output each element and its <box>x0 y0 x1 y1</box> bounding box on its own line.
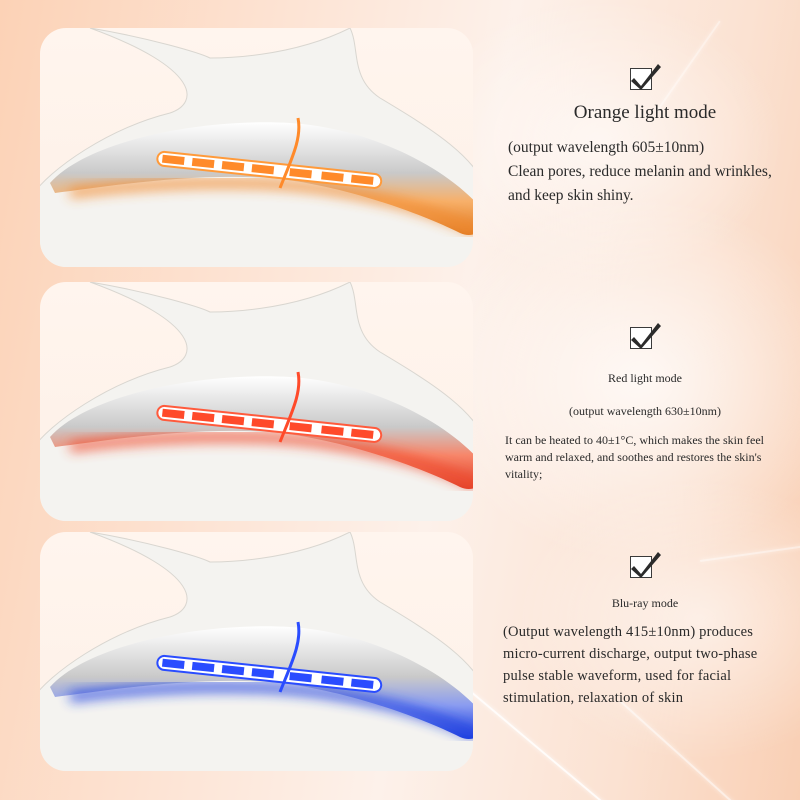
checkbox-checked-icon <box>630 321 661 349</box>
blue-mode-info: Blu-ray mode (Output wavelength 415±10nm… <box>500 550 790 709</box>
mode-wavelength: (output wavelength 605±10nm) <box>508 139 705 156</box>
neck-massager-red-image <box>40 282 473 521</box>
mode-description: It can be heated to 40±1°C, which makes … <box>505 433 764 481</box>
mode-benefits: Clean pores, reduce melanin and wrinkles… <box>508 163 772 204</box>
mode-description: (Output wavelength 415±10nm) produces mi… <box>503 624 758 706</box>
blue-mode-image-panel <box>40 532 473 771</box>
mode-title: Orange light mode <box>573 102 717 123</box>
checkbox-checked-icon <box>630 550 661 578</box>
red-mode-image-panel <box>40 282 473 521</box>
orange-mode-image-panel <box>40 28 473 267</box>
checkbox-checked-icon <box>630 62 661 90</box>
mode-wavelength: (output wavelength 630±10nm) <box>569 404 721 418</box>
orange-mode-info: Orange light mode (output wavelength 605… <box>500 62 790 208</box>
light-streak <box>619 700 770 800</box>
neck-massager-blue-image <box>40 532 473 771</box>
red-mode-info: Red light mode (output wavelength 630±10… <box>500 321 790 483</box>
mode-title: Blu-ray mode <box>611 596 679 610</box>
mode-title: Red light mode <box>608 371 682 385</box>
neck-massager-orange-image <box>40 28 473 267</box>
mode-description: (output wavelength 605±10nm) Clean pores… <box>500 136 790 208</box>
